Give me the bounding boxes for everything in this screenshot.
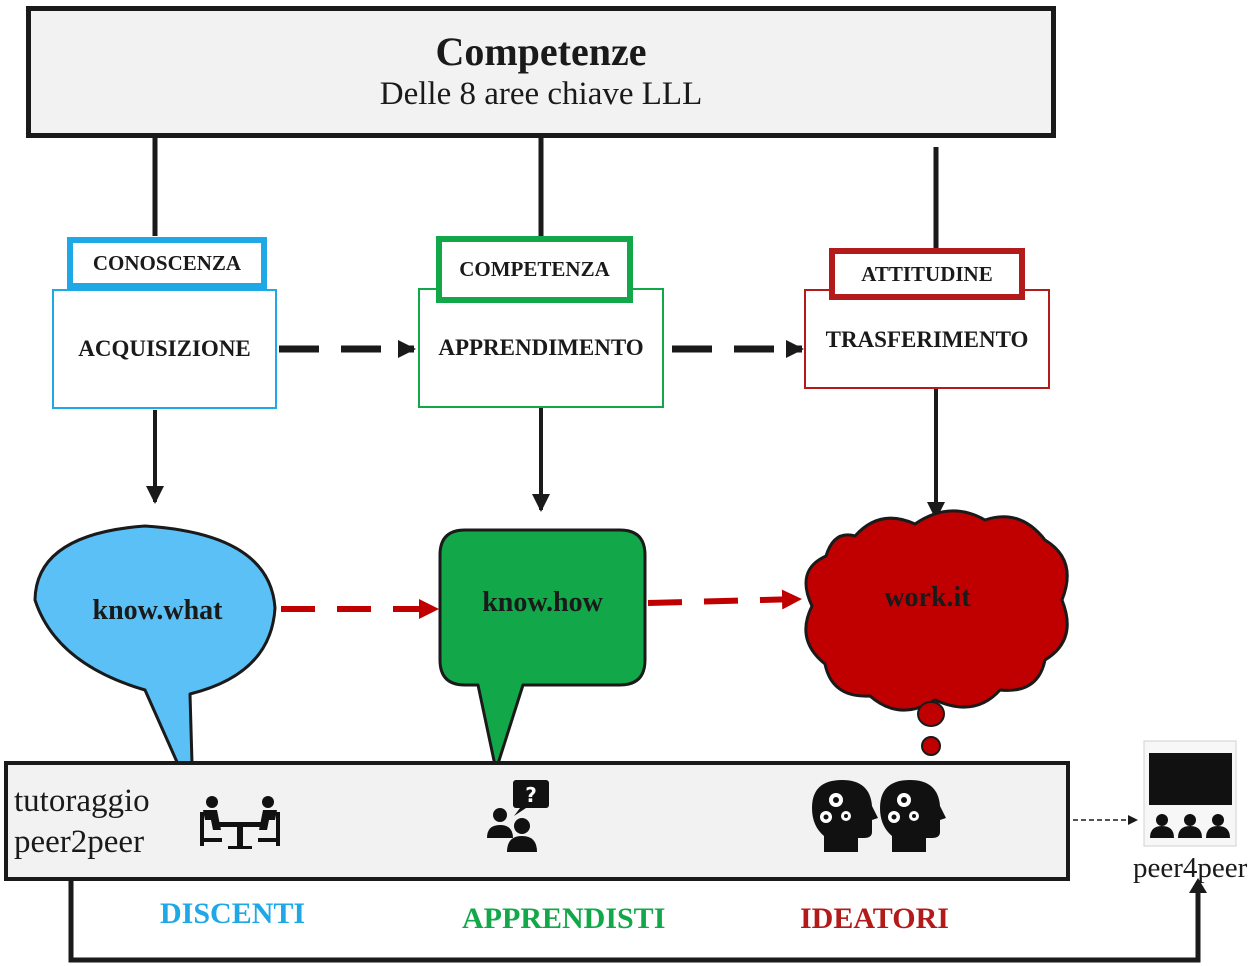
trasferimento-label: TRASFERIMENTO [825, 327, 1029, 352]
apprendimento-label: APPRENDIMENTO [438, 335, 644, 360]
acquisizione-box: ACQUISIZIONE [52, 289, 277, 409]
tutoraggio-panel: tutoraggio peer2peer [4, 761, 1070, 881]
discenti-label: DISCENTI [160, 897, 306, 930]
attitudine-label: ATTITUDINE [861, 261, 993, 286]
knowhow-text: know.how [482, 587, 603, 618]
conoscenza-tag: CONOSCENZA [67, 237, 267, 289]
apprendisti-label: APPRENDISTI [462, 902, 666, 935]
tutoraggio-line1: tutoraggio [14, 783, 150, 819]
peer4peer-label: peer4peer [1133, 852, 1248, 884]
knowhow-bubble [438, 528, 647, 772]
svg-text:?: ? [525, 783, 537, 807]
thought-dot-medium [921, 736, 941, 756]
attitudine-tag: ATTITUDINE [829, 248, 1025, 300]
ideatori-label: IDEATORI [800, 902, 949, 935]
arrow-knowhow-workit [647, 589, 802, 610]
acquisizione-label: ACQUISIZIONE [78, 336, 251, 361]
question-chat-icon: ? [487, 780, 549, 852]
competenza-label: COMPETENZA [459, 257, 610, 281]
thought-dot-large [917, 701, 945, 727]
return-path-arrowhead [1189, 878, 1207, 893]
competenze-header: Competenze Delle 8 aree chiave LLL [26, 6, 1056, 138]
knowwhat-text: know.what [92, 595, 223, 626]
tutoraggio-text: tutoraggio peer2peer [14, 781, 150, 864]
trasferimento-box: TRASFERIMENTO [804, 289, 1050, 389]
workit-text: work.it [884, 582, 971, 613]
header-subtitle: Delle 8 aree chiave LLL [379, 76, 703, 113]
meeting-icon [200, 796, 280, 849]
competenza-tag: COMPETENZA [436, 236, 633, 303]
gear-head-icon [812, 780, 878, 852]
knowwhat-bubble [33, 524, 277, 800]
conoscenza-label: CONOSCENZA [92, 250, 242, 275]
header-title: Competenze [435, 29, 647, 75]
return-path-line [68, 880, 1201, 963]
tutoraggio-line2: peer2peer [14, 824, 145, 861]
gear-head-icon [880, 780, 946, 852]
audience-screen-icon [1143, 740, 1237, 847]
